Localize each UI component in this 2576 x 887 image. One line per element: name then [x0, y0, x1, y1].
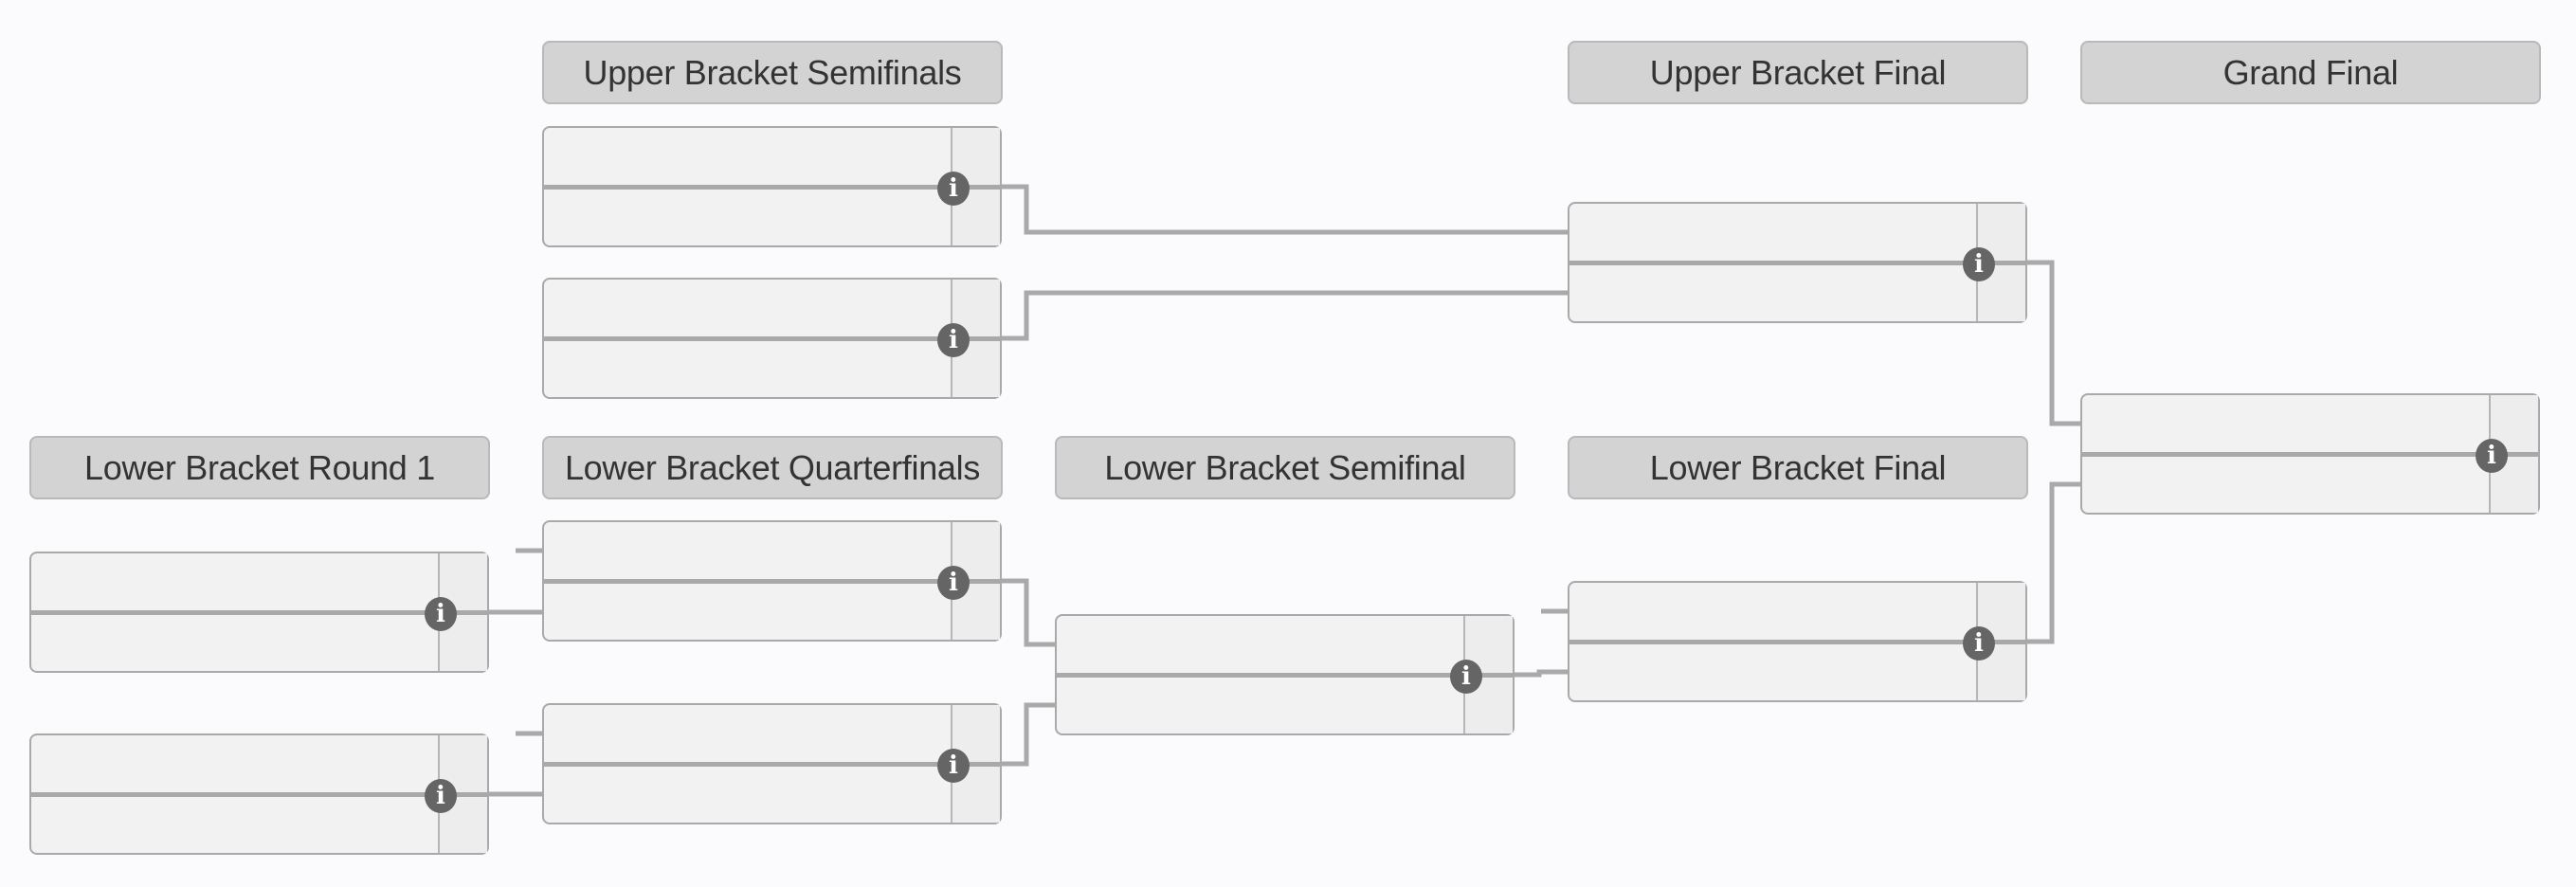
team-row	[2082, 395, 2538, 454]
team-row	[1569, 583, 2025, 642]
team-row	[544, 128, 1000, 187]
row-divider	[31, 610, 487, 615]
match-lower-semifinal: i	[1055, 614, 1515, 735]
row-divider	[544, 185, 1000, 190]
team-row	[1569, 262, 2025, 321]
team-row	[1057, 616, 1513, 675]
round-header-upper-bracket-semifinals: Upper Bracket Semifinals	[542, 41, 1003, 104]
team-name	[544, 187, 951, 245]
team-name	[544, 280, 951, 338]
team-row	[544, 338, 1000, 397]
team-score	[951, 764, 1000, 823]
connector-upper-final-to-grand-final	[2027, 260, 2080, 426]
team-name	[31, 735, 438, 794]
row-divider	[544, 579, 1000, 584]
info-icon[interactable]: i	[1450, 660, 1482, 694]
team-row	[544, 581, 1000, 640]
team-score	[951, 338, 1000, 397]
round-header-lower-bracket-quarterfinals: Lower Bracket Quarterfinals	[542, 436, 1003, 499]
team-name	[1569, 583, 1976, 642]
team-name	[2082, 454, 2489, 513]
connector-lower-semifinal-to-lower-final	[1515, 669, 1568, 678]
team-row	[544, 705, 1000, 764]
info-icon[interactable]: i	[1963, 247, 1995, 281]
team-row	[31, 794, 487, 853]
round-header-lower-bracket-final: Lower Bracket Final	[1568, 436, 2028, 499]
row-divider	[544, 762, 1000, 767]
team-name	[1569, 642, 1976, 700]
info-icon[interactable]: i	[937, 749, 970, 783]
team-row	[544, 187, 1000, 245]
team-name	[2082, 395, 2489, 454]
row-divider	[1569, 640, 2025, 644]
connector-lower-final-to-grand-final	[2027, 481, 2080, 644]
team-score	[438, 794, 487, 853]
team-row	[544, 280, 1000, 338]
team-row	[31, 612, 487, 671]
team-name	[31, 553, 438, 612]
round-header-upper-bracket-final: Upper Bracket Final	[1568, 41, 2028, 104]
match-lower-round1-2: i	[29, 733, 489, 855]
team-name	[544, 522, 951, 581]
team-row	[1569, 642, 2025, 700]
team-row	[1569, 204, 2025, 262]
row-divider	[1569, 261, 2025, 265]
match-lower-final: i	[1568, 581, 2027, 702]
row-divider	[544, 336, 1000, 341]
match-upper-final: i	[1568, 202, 2027, 323]
info-icon[interactable]: i	[2476, 439, 2508, 473]
team-name	[1569, 262, 1976, 321]
row-divider	[2082, 452, 2538, 457]
match-lower-quarterfinal-1: i	[542, 520, 1002, 642]
connector-upper-semifinal-2-to-upper-final	[1002, 290, 1568, 341]
team-name	[1057, 616, 1463, 675]
team-name	[544, 764, 951, 823]
match-upper-semifinal-1: i	[542, 126, 1002, 247]
info-icon[interactable]: i	[937, 566, 970, 600]
info-icon[interactable]: i	[425, 597, 457, 631]
team-name	[544, 705, 951, 764]
team-name	[31, 612, 438, 671]
team-row	[544, 522, 1000, 581]
team-row	[544, 764, 1000, 823]
row-divider	[1057, 673, 1513, 678]
info-icon[interactable]: i	[937, 172, 970, 206]
team-name	[544, 128, 951, 187]
team-name	[1057, 675, 1463, 733]
team-row	[31, 735, 487, 794]
team-name	[1569, 204, 1976, 262]
team-name	[544, 338, 951, 397]
row-divider	[31, 792, 487, 797]
round-header-lower-bracket-round-1: Lower Bracket Round 1	[29, 436, 490, 499]
match-lower-quarterfinal-2: i	[542, 703, 1002, 824]
team-row	[2082, 454, 2538, 513]
match-lower-round1-1: i	[29, 552, 489, 673]
info-icon[interactable]: i	[1963, 626, 1995, 661]
round-header-lower-bracket-semifinal: Lower Bracket Semifinal	[1055, 436, 1515, 499]
team-name	[31, 794, 438, 853]
team-row	[31, 553, 487, 612]
match-upper-semifinal-2: i	[542, 278, 1002, 399]
connector-lower-quarterfinal-2-to-lower-semifinal	[1002, 702, 1055, 767]
info-icon[interactable]: i	[425, 779, 457, 813]
info-icon[interactable]: i	[937, 323, 970, 357]
round-header-grand-final: Grand Final	[2080, 41, 2541, 104]
match-grand-final: i	[2080, 393, 2540, 515]
team-row	[1057, 675, 1513, 733]
connector-lower-quarterfinal-1-to-lower-semifinal	[1002, 578, 1055, 647]
team-name	[544, 581, 951, 640]
connector-upper-semifinal-1-to-upper-final	[1002, 184, 1568, 235]
